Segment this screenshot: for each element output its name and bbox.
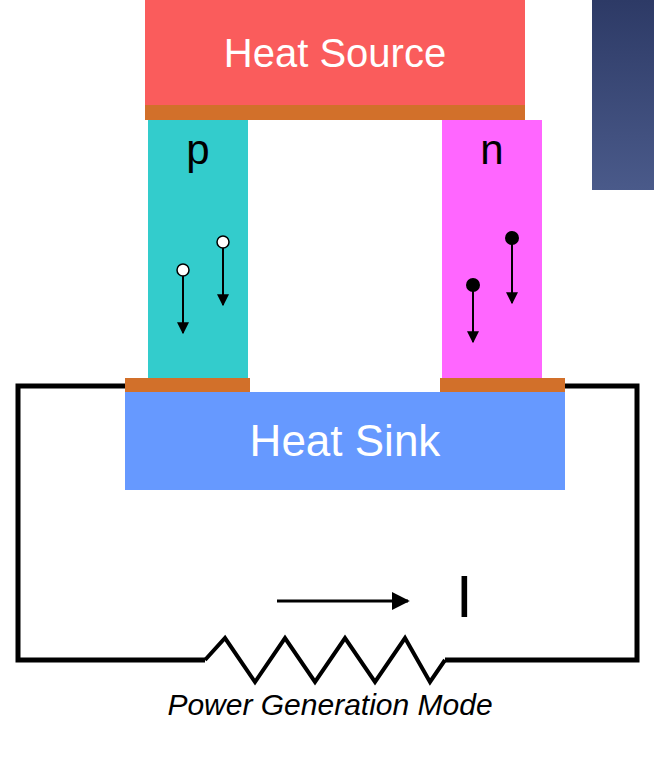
p-leg: p: [148, 120, 248, 378]
node-label: Heat Sink: [250, 416, 441, 467]
photo-crop: [592, 0, 654, 190]
bottom-electrode: [125, 378, 250, 392]
electron: [466, 278, 480, 292]
p-leg-fill: [148, 120, 248, 378]
hole: [177, 264, 189, 276]
wire: [18, 386, 205, 660]
heat-sink-box: Heat Sink: [125, 392, 565, 490]
n-leg: n: [442, 120, 542, 378]
resistor-symbol: [205, 638, 445, 682]
heat-source-box: Heat Source: [145, 0, 525, 105]
hole: [217, 236, 229, 248]
current-label: I: [456, 562, 473, 631]
node-label: Heat Source: [224, 30, 446, 76]
caption: Power Generation Mode: [167, 688, 492, 723]
electron-arrow: [511, 244, 513, 303]
hole-arrow: [222, 248, 224, 305]
n-leg-fill: [442, 120, 542, 378]
node-label: p: [186, 126, 209, 174]
heat-source-fill: [145, 0, 525, 105]
electron: [505, 231, 519, 245]
current-arrow: [277, 600, 408, 603]
electron-arrow: [472, 291, 474, 342]
wire: [445, 386, 637, 660]
hole-arrow: [182, 276, 184, 333]
top-electrode: [145, 105, 525, 120]
node-label: n: [480, 126, 503, 174]
bottom-electrode: [440, 378, 565, 392]
heat-sink-fill: [125, 392, 565, 490]
